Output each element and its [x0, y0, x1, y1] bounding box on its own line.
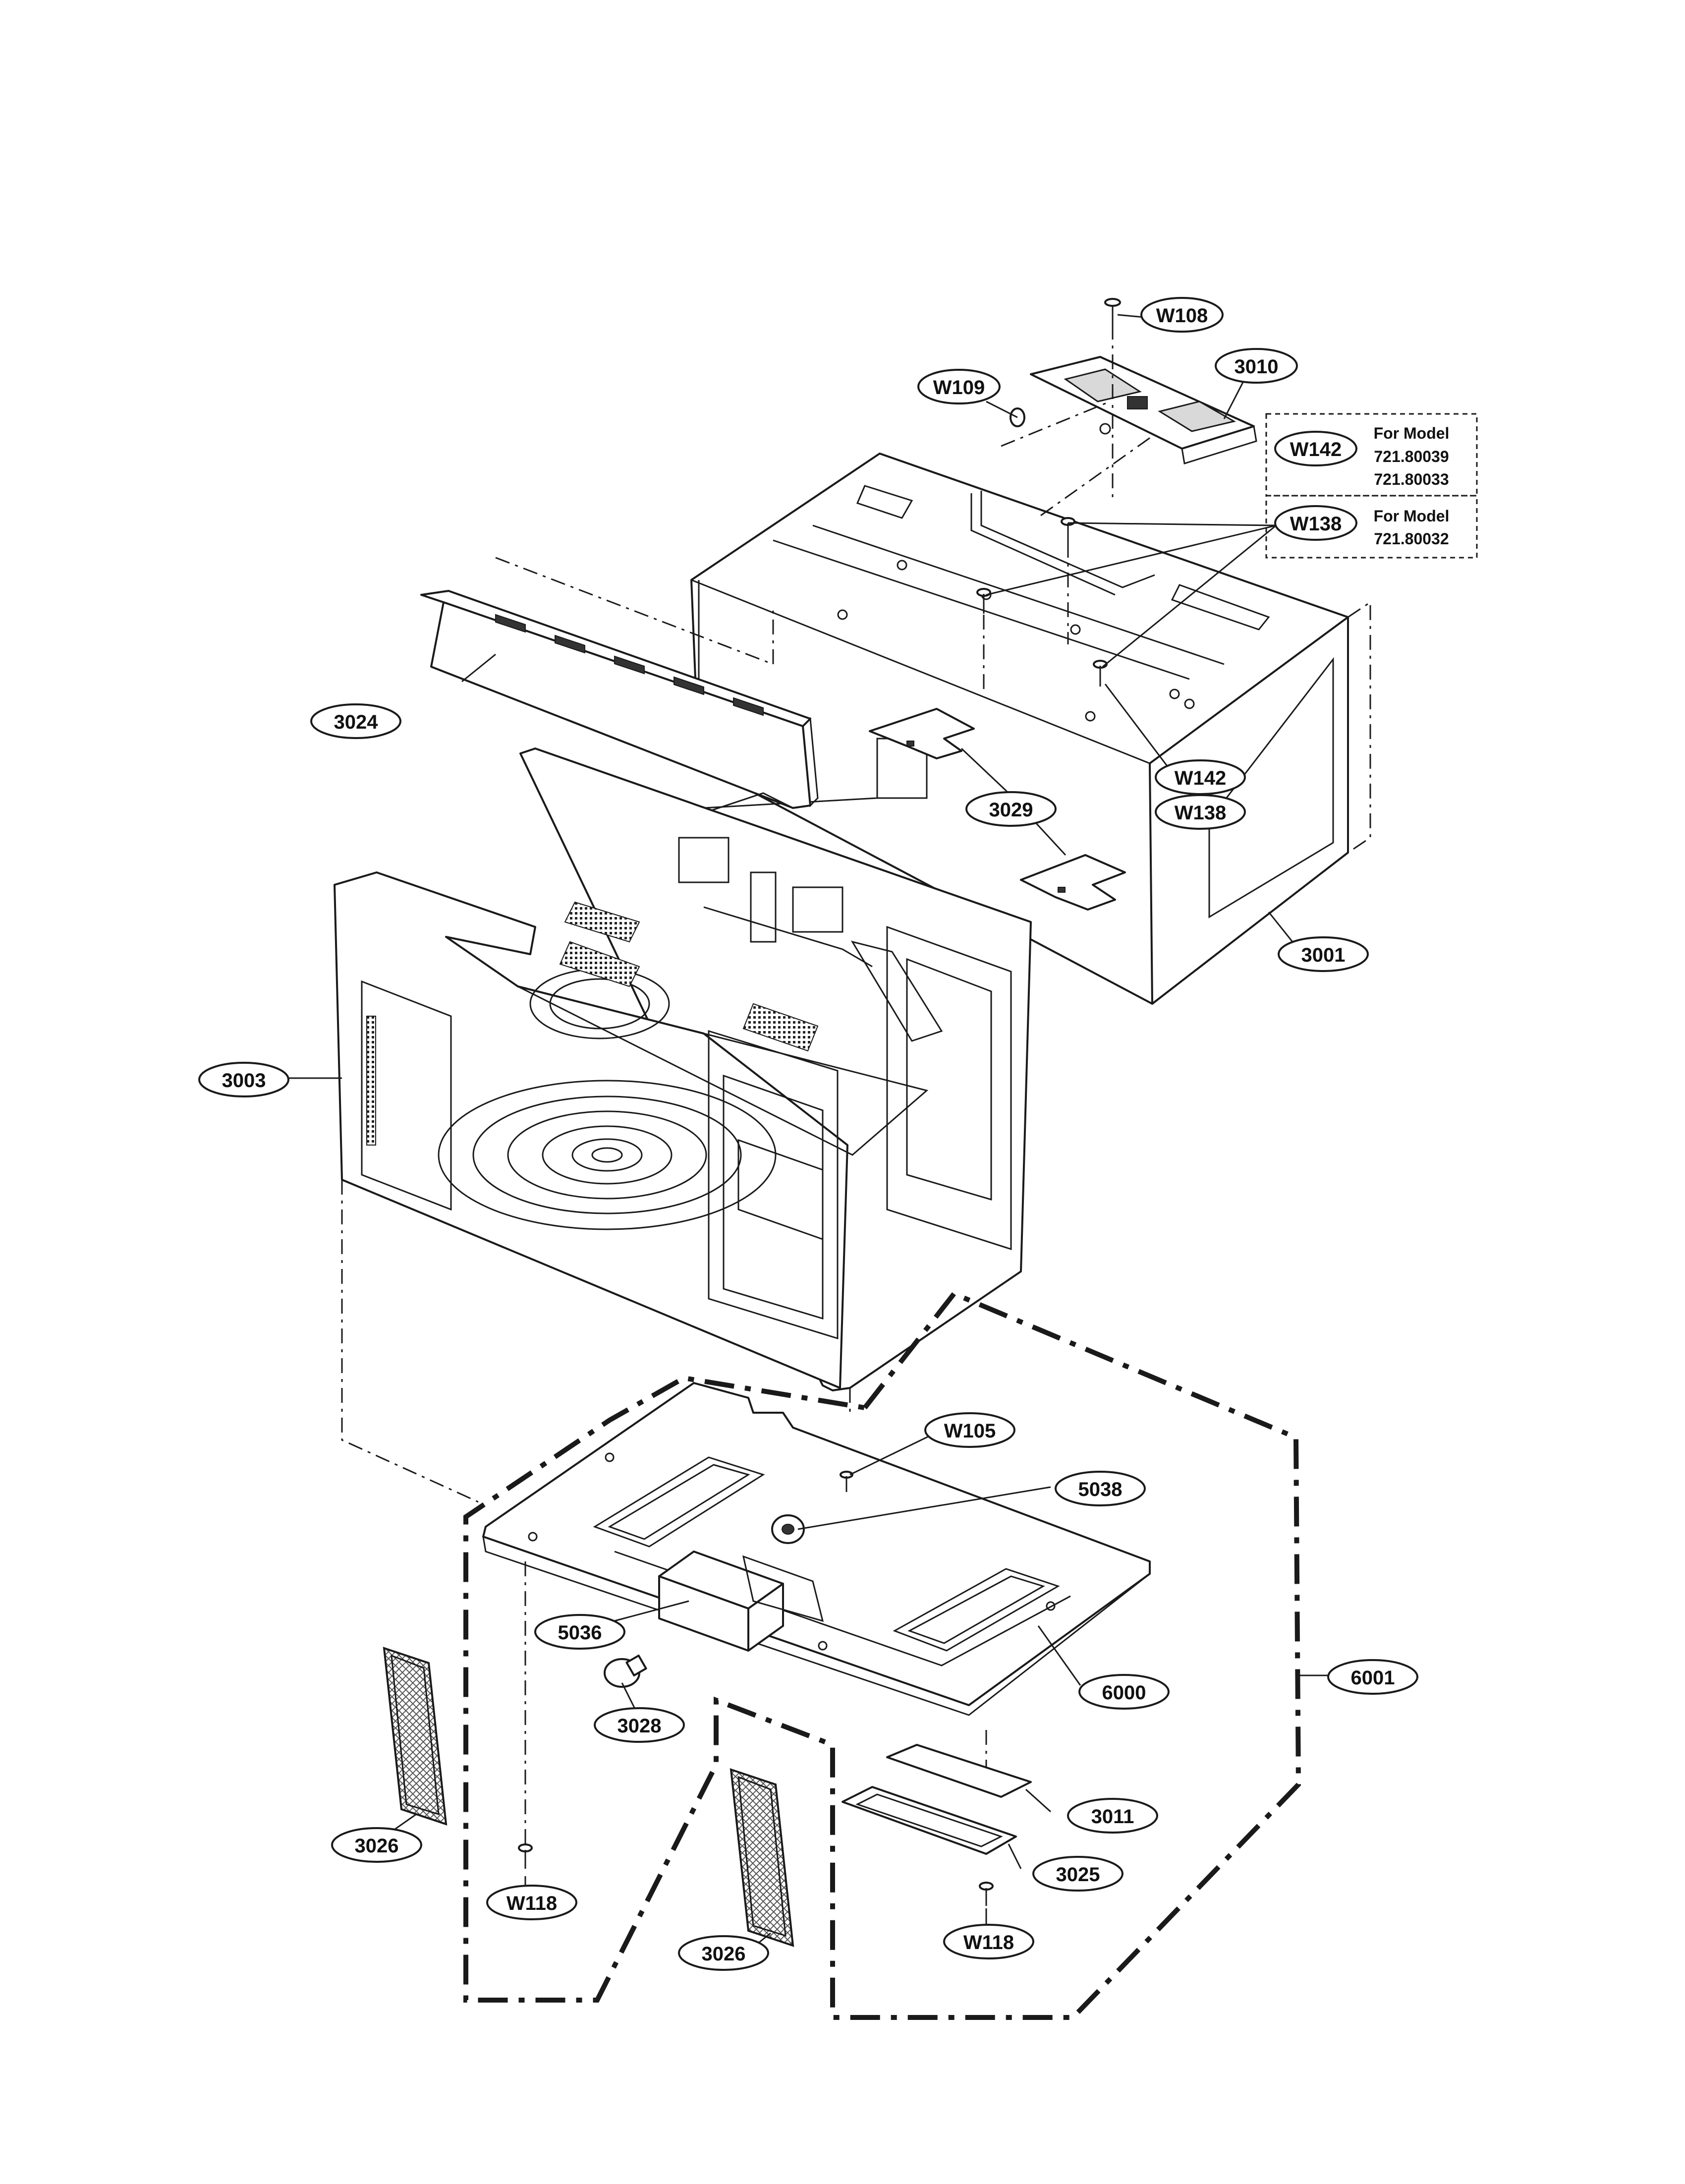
callout-3026-left-label: 3026: [355, 1835, 399, 1857]
front-vent-panel: [420, 590, 819, 819]
callout-6001-label: 6001: [1351, 1667, 1395, 1689]
callout-3028: 3028: [594, 1707, 685, 1743]
callout-6001: 6001: [1327, 1659, 1418, 1695]
callout-w138-mid-label: W138: [1175, 802, 1227, 824]
callout-w142-top: W142: [1274, 431, 1357, 466]
callout-w105-label: W105: [944, 1420, 996, 1442]
callout-w118-right: W118: [943, 1924, 1034, 1959]
bottom-plate-assembly-boundary: [463, 1290, 1301, 2020]
callout-5036: 5036: [534, 1614, 625, 1650]
model-note-lower-heading: For Model: [1374, 507, 1450, 525]
bracket-lower: [1020, 854, 1126, 911]
callout-3003: 3003: [198, 1062, 289, 1097]
bottom-plate: [482, 1382, 1151, 1716]
callout-3029-label: 3029: [989, 799, 1033, 821]
callout-3029: 3029: [965, 791, 1057, 827]
grease-filter-mid: [730, 1768, 794, 1947]
assembly-lines-upper: [495, 325, 1371, 854]
callout-w142-mid-label: W142: [1175, 767, 1227, 789]
callout-3026-mid-label: 3026: [702, 1943, 746, 1965]
callout-3003-label: 3003: [222, 1070, 266, 1092]
model-note-upper-model-1: 721.80039: [1374, 448, 1449, 465]
callout-5036-label: 5036: [558, 1622, 602, 1644]
callout-w138-top-label: W138: [1290, 513, 1342, 535]
callout-6000: 6000: [1078, 1674, 1170, 1710]
outer-cabinet: [690, 453, 1349, 1005]
callout-w108-label: W108: [1156, 305, 1208, 327]
callout-3011-label: 3011: [1091, 1806, 1134, 1828]
lamp-lens: [886, 1744, 1032, 1798]
callout-3001-label: 3001: [1301, 944, 1346, 966]
callout-w118-left-label: W118: [506, 1893, 557, 1914]
callout-3024-label: 3024: [334, 711, 379, 733]
callout-w118-right-label: W118: [963, 1932, 1014, 1954]
callout-3028-label: 3028: [618, 1715, 662, 1737]
model-note-lower: For Model 721.80032: [1374, 507, 1450, 548]
callout-3001: 3001: [1278, 936, 1369, 972]
callout-3025: 3025: [1032, 1856, 1123, 1892]
top-bracket: [1030, 356, 1257, 464]
model-note-lower-model-1: 721.80032: [1374, 530, 1449, 548]
callout-w138-mid: W138: [1155, 794, 1246, 830]
lamp-lens-holder: [842, 1786, 1017, 1855]
screw-w118-right: [979, 1882, 994, 1906]
grease-filter-left: [383, 1647, 448, 1826]
screw-w108: [1104, 298, 1121, 325]
model-note-boxes: [1265, 413, 1478, 559]
callout-3011: 3011: [1067, 1798, 1158, 1834]
callout-6000-label: 6000: [1102, 1682, 1146, 1704]
assembly-lines-lower: [341, 1180, 987, 1844]
callout-3025-label: 3025: [1056, 1864, 1100, 1886]
callout-3010-label: 3010: [1235, 356, 1279, 378]
screw-w118-left: [518, 1843, 533, 1869]
callout-3024: 3024: [310, 703, 401, 739]
model-note-upper-model-2: 721.80033: [1374, 470, 1449, 488]
callout-w109: W109: [917, 369, 1001, 404]
bracket-upper: [869, 708, 975, 759]
callout-w138-top: W138: [1274, 505, 1357, 541]
lamp-bulb: [604, 1655, 647, 1688]
callout-w142-mid: W142: [1155, 759, 1246, 795]
callout-w108: W108: [1140, 297, 1224, 333]
model-note-upper: For Model 721.80039 721.80033: [1374, 424, 1450, 488]
callout-w118-left: W118: [486, 1885, 577, 1920]
inner-chassis: [334, 747, 1032, 1391]
model-note-upper-heading: For Model: [1374, 424, 1450, 442]
callout-3026-mid: 3026: [678, 1935, 769, 1971]
callout-5038-label: 5038: [1078, 1479, 1123, 1500]
callout-w109-label: W109: [933, 377, 985, 399]
callout-5038: 5038: [1055, 1471, 1146, 1506]
callout-w142-top-label: W142: [1290, 439, 1342, 460]
callout-w105: W105: [924, 1412, 1015, 1448]
callout-3026-left: 3026: [331, 1827, 422, 1863]
callout-3010: 3010: [1215, 348, 1298, 384]
